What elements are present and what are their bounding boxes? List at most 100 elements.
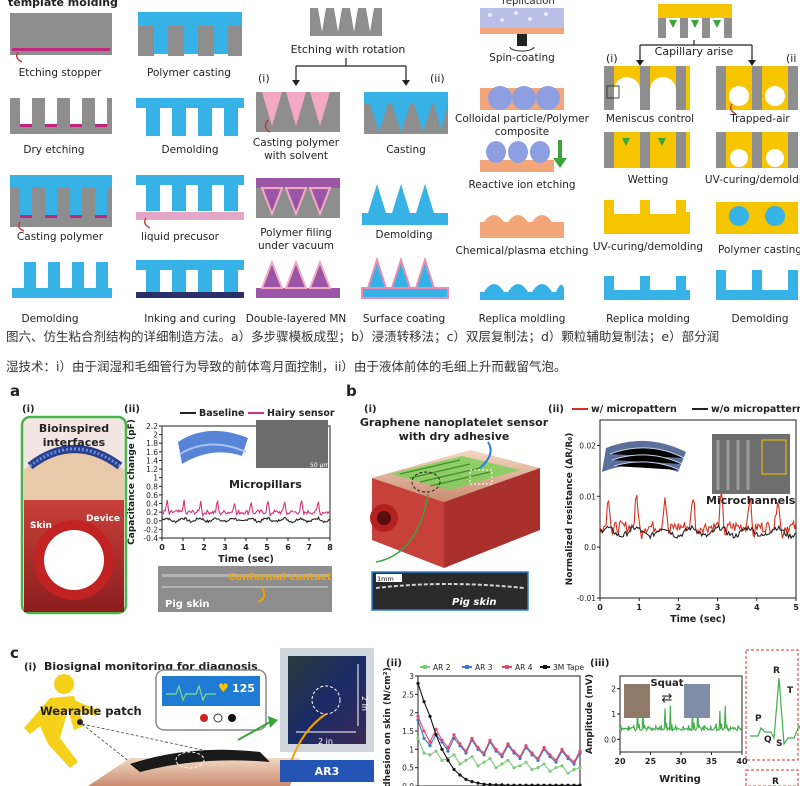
ecg-detail-box — [745, 649, 799, 761]
c-iii-xtick-label-3: 35 — [706, 757, 718, 766]
c-ii-ytick-label-3: 1.5 — [402, 727, 414, 736]
c-ii-series-0-point-7 — [458, 762, 462, 766]
col-a-block-2 — [138, 12, 242, 26]
hairy-sensor-illustration — [178, 430, 248, 464]
c-ii-series-0-point-15 — [506, 758, 510, 762]
skin-label: Skin — [30, 521, 52, 531]
c-iii-ylabel: Amplitude (mV) — [585, 674, 595, 754]
heart-rate-value: 125 — [232, 682, 255, 695]
c-ii-series-3-point-25 — [566, 783, 570, 786]
c-iii-ytick-label-1: 1 — [611, 710, 616, 719]
b-legend-label-0: w/ micropattern — [591, 404, 677, 415]
c-ii-series-3-point-20 — [536, 783, 540, 786]
c-ii-series-0-point-3 — [434, 749, 438, 753]
c-ii-series-2-point-22 — [548, 753, 552, 757]
a-ii-ytick-label-4: 0.4 — [146, 500, 158, 509]
a-ii-ylabel: Capacitance change (pF) — [127, 419, 137, 545]
panel-a-sub-ii: (ii) — [124, 404, 140, 415]
dim-2in-horizontal: 2 in — [318, 737, 333, 746]
c-ii-series-0-point-9 — [470, 755, 474, 759]
col-a-label-7: Demolding — [21, 313, 78, 325]
c-ii-series-3-point-11 — [482, 782, 486, 786]
a-ii-ytick-label-8: 1.2 — [146, 465, 158, 474]
col-c-label-2: Colloidal particle/Polymer — [455, 113, 590, 125]
chart-a-ii: -0.4-0.20.00.20.40.60.811.21.41.61.822.2… — [127, 408, 335, 565]
col-b-label-5: under vacuum — [258, 240, 334, 252]
panel-a-letter: a — [10, 382, 20, 400]
col-a-label-8: Inking and curing — [144, 313, 235, 325]
patch-on-skin — [130, 749, 270, 772]
c-iii-ytick-label-0: 0.0 — [604, 735, 616, 744]
c-ii-series-2-point-10 — [476, 745, 480, 750]
b-ii-xlabel: Time (sec) — [670, 614, 726, 625]
c-ii-series-2-point-21 — [542, 745, 546, 750]
c-ii-series-3-point-19 — [530, 783, 534, 786]
pig-skin-label-b: Pig skin — [452, 597, 497, 608]
cii-legend-label-3: 3M Tape — [553, 663, 584, 672]
col-b-header: Etching with rotation — [291, 43, 406, 56]
c-ii-series-0-point-6 — [452, 753, 456, 757]
a-ii-series-0-line — [161, 516, 331, 524]
c-ii-series-0-point-2 — [428, 753, 432, 757]
c-ii-series-1-point-2 — [428, 744, 432, 748]
c-ii-series-2-point-6 — [452, 733, 456, 737]
b-ii-xtick-label-1: 1 — [636, 603, 642, 612]
a-ii-ytick-label-7: 1 — [153, 474, 158, 483]
c-ii-axes-frame — [417, 675, 581, 786]
white-button-icon — [213, 713, 223, 723]
c-ii-series-0-point-20 — [536, 766, 540, 770]
c-ii-series-2-point-11 — [482, 751, 486, 755]
panel-b: b (i) (ii) Graphene nanoplatelet sensor … — [346, 382, 800, 625]
c-ii-series-0-point-14 — [500, 762, 504, 766]
a-ii-xtick-label-4: 4 — [243, 543, 249, 552]
panel-c-sub-ii: (ii) — [386, 658, 402, 669]
ecg-peak-t: T — [787, 686, 794, 696]
c-ii-series-3-point-27 — [578, 783, 582, 786]
b-ii-xtick-label-4: 4 — [754, 603, 760, 612]
col-b-label-4: Polymer filing — [260, 227, 332, 239]
c-ii-series-2-point-19 — [530, 751, 534, 755]
col-c-label-4: Reactive ion etching — [468, 179, 575, 191]
col-a-label-6: liquid precusor — [141, 231, 220, 243]
panel-a-sub-i: (i) — [22, 404, 35, 415]
figure-caption-line-2: 湿技术：i）由于润湿和毛细管行为导致的前体弯月面控制，ii）由于液体前体的毛细上… — [6, 359, 567, 374]
col-d-label-4: UV-curing/demolding — [705, 174, 800, 186]
c-ii-series-2-point-7 — [458, 742, 462, 746]
a-ii-xtick-label-6: 6 — [285, 543, 291, 552]
b-ii-xtick-label-2: 2 — [676, 603, 682, 612]
c-ii-series-3-point-13 — [494, 783, 498, 786]
col-d-label-3: Wetting — [628, 174, 669, 186]
c-ii-series-0-point-22 — [548, 769, 552, 773]
c-ii-series-1-point-5 — [446, 749, 450, 753]
c-iii-xtick-label-4: 40 — [736, 757, 748, 766]
b-ii-ytick-label-0: -0.01 — [577, 594, 597, 603]
a-ii-series-1-line — [161, 499, 331, 518]
c-ii-series-3-line — [417, 683, 580, 786]
col-b-branch-i: (i) — [258, 72, 270, 85]
c-ii-series-0-line — [417, 738, 581, 774]
microchannels-label: Microchannels — [706, 494, 796, 507]
a-legend-label-1: Hairy sensor — [267, 408, 335, 419]
c-iii-series-0-line — [619, 703, 743, 733]
c-ii-series-3-point-7 — [458, 773, 462, 777]
panel-c-letter: c — [10, 644, 19, 662]
c-ii-series-0-point-25 — [566, 771, 570, 775]
c-ii-series-3-point-12 — [488, 782, 492, 786]
c-ii-series-0-point-26 — [572, 767, 576, 772]
col-d-label-2: Trapped-air — [729, 113, 790, 125]
ar3-label: AR3 — [315, 765, 340, 778]
c-ii-series-3-point-23 — [554, 783, 558, 786]
a-legend-label-0: Baseline — [199, 408, 244, 419]
a-ii-ytick-label-12: 2 — [153, 431, 158, 440]
a-ii-xtick-label-7: 7 — [306, 543, 312, 552]
col-b-label-3: Casting — [386, 144, 426, 156]
col-c-label-6: Replica moldling — [479, 313, 566, 325]
ecg-peak-q: Q — [764, 735, 772, 745]
a-ii-xtick-label-1: 1 — [180, 543, 186, 552]
c-ii-series-3-point-10 — [476, 781, 480, 785]
c-ii-series-2-point-27 — [578, 749, 582, 753]
heart-icon: ♥ — [218, 681, 229, 695]
